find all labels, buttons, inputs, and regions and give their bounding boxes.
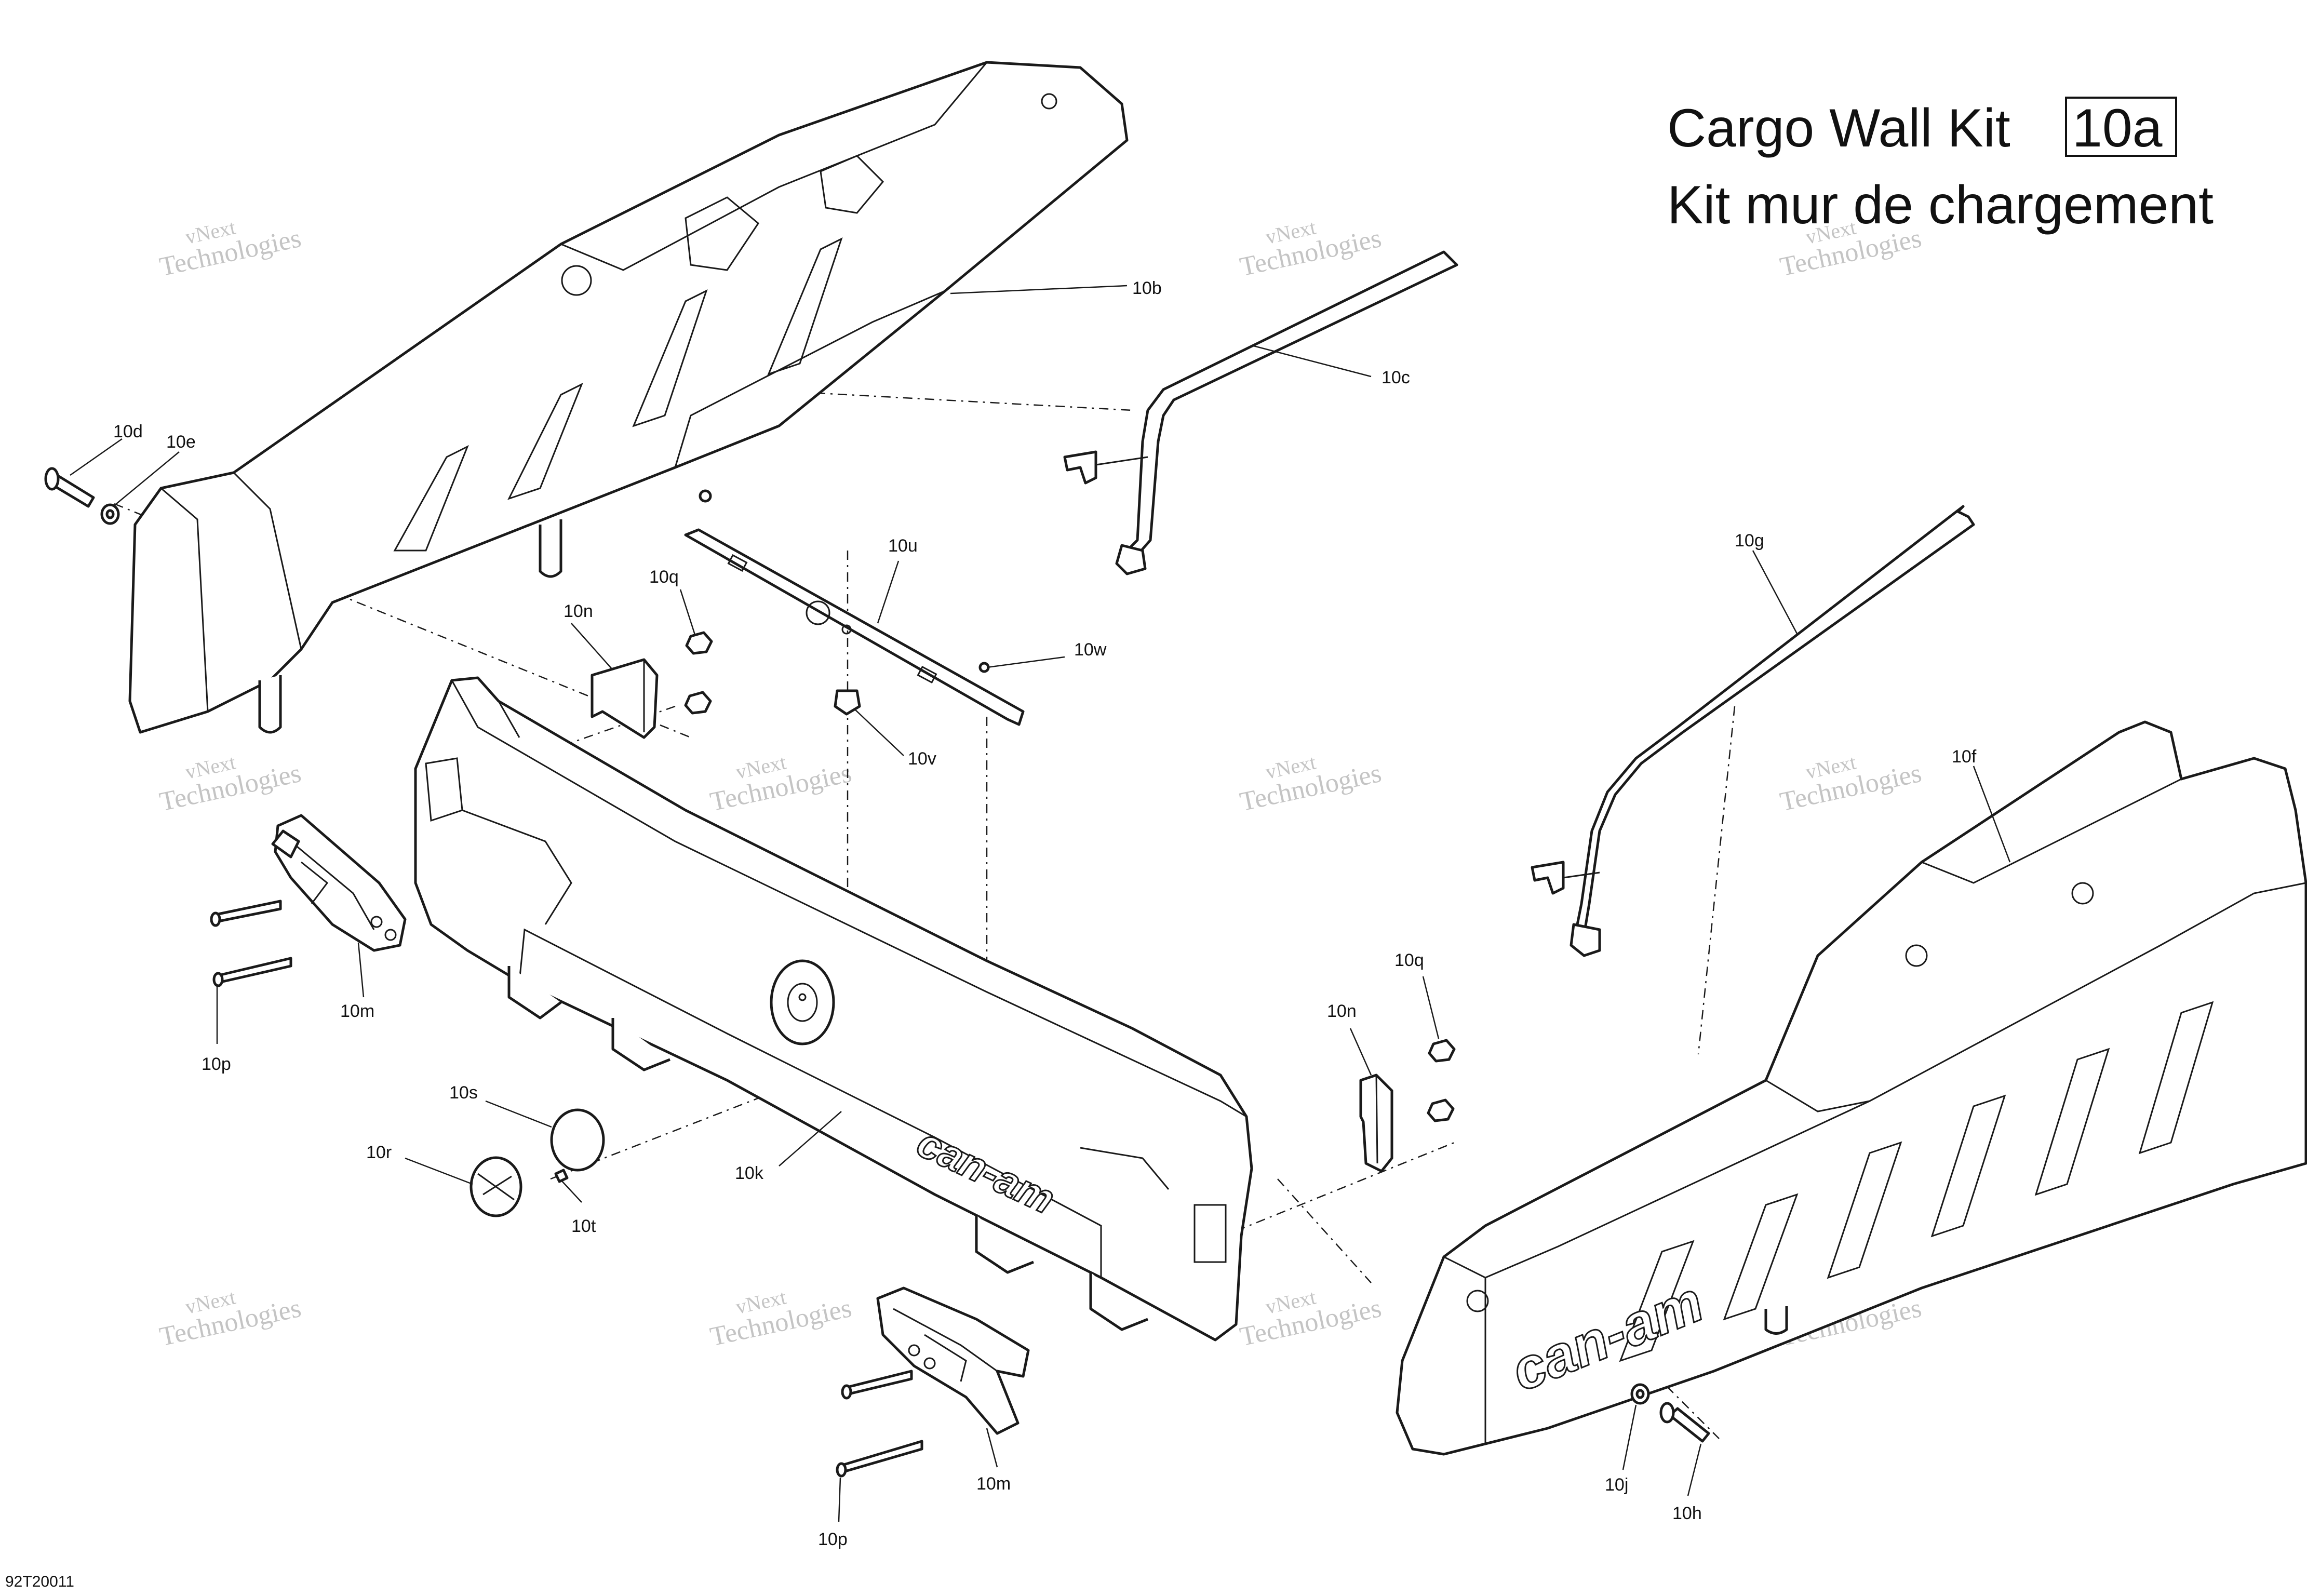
callout-10p-bottom: 10p — [818, 1530, 848, 1549]
title-line1: Cargo Wall Kit — [1667, 98, 2010, 158]
nut-10q-mid — [684, 691, 712, 715]
bolt-10h — [1659, 1402, 1710, 1443]
callout-10b: 10b — [1132, 278, 1162, 298]
bolts-10p-bottom — [836, 1370, 923, 1478]
callout-10q-top: 10q — [649, 567, 679, 587]
callout-10q-right: 10q — [1394, 950, 1424, 970]
callout-10v: 10v — [908, 749, 936, 769]
bolt-10d — [44, 467, 95, 508]
callout-10e: 10e — [166, 432, 196, 452]
nut-10q-top — [685, 631, 713, 655]
callout-10u: 10u — [888, 536, 918, 556]
title-block: Cargo Wall Kit 10a Kit mur de chargement — [1667, 97, 2214, 235]
callout-10n-right: 10n — [1327, 1001, 1357, 1021]
callout-10p-left: 10p — [202, 1054, 231, 1074]
bracket-10n-top — [591, 658, 659, 739]
latch-10m-left — [271, 814, 407, 952]
clip-10v — [834, 689, 861, 716]
screw-10w — [699, 489, 990, 673]
cover-disk-10s — [550, 1108, 605, 1172]
callout-10r: 10r — [366, 1143, 392, 1162]
leader-lines — [70, 285, 2011, 1522]
callout-10t: 10t — [571, 1216, 596, 1236]
callout-10m-left: 10m — [340, 1001, 374, 1021]
callout-10s: 10s — [449, 1083, 478, 1103]
drawing-code: 92T20011 — [5, 1573, 74, 1590]
callout-10w: 10w — [1074, 640, 1107, 660]
title-line2: Kit mur de chargement — [1667, 175, 2214, 235]
callout-10m-bottom: 10m — [976, 1474, 1011, 1494]
callout-10c: 10c — [1381, 368, 1410, 387]
callout-10h: 10h — [1672, 1504, 1702, 1523]
callout-10g: 10g — [1735, 531, 1764, 551]
bolts-10p-left — [210, 900, 292, 987]
callout-10f: 10f — [1952, 747, 1977, 767]
lower-tube-bar-10g — [1531, 505, 1975, 957]
callout-10n-top: 10n — [564, 601, 593, 621]
callout-10j: 10j — [1605, 1475, 1628, 1495]
right-side-wall-panel-10f: can-am — [1396, 720, 2307, 1456]
washer-10e — [100, 503, 120, 525]
kit-ref: 10a — [2072, 98, 2163, 158]
bracket-10n-right — [1359, 1074, 1393, 1173]
emblem-10r — [470, 1156, 522, 1217]
callout-10k: 10k — [735, 1163, 764, 1183]
washer-10j — [1630, 1383, 1650, 1405]
nut-10q-right — [1427, 1039, 1456, 1122]
latch-10m-bottom — [876, 1286, 1030, 1435]
callout-10d: 10d — [113, 422, 143, 441]
upper-tube-bar-10c — [1063, 250, 1458, 575]
strap-plate-10u — [684, 528, 1025, 726]
callout-labels: 10b 10c 10d 10e 10q 10u 10n 10w 10v 10g … — [113, 278, 1977, 1549]
upper-side-wall-panel-10b — [128, 61, 1129, 734]
kit-ref-box — [2065, 97, 2177, 157]
screw-10t — [554, 1169, 569, 1183]
